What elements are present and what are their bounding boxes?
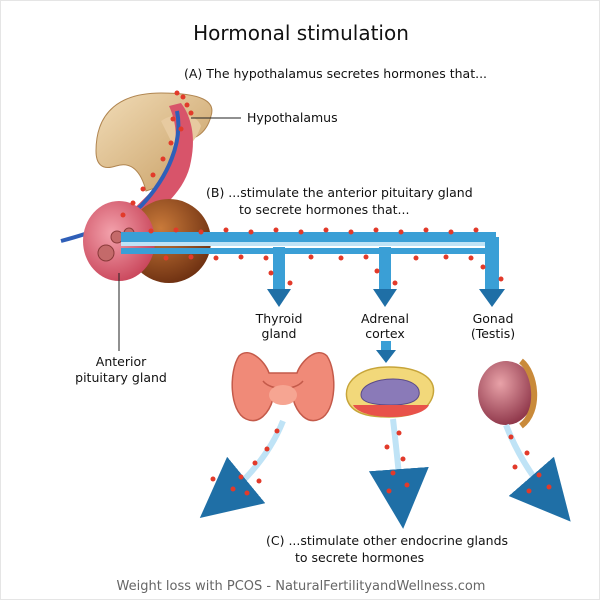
adrenal-label-line2: cortex: [365, 326, 405, 341]
pituitary-output-arrow: [121, 232, 496, 254]
gonad-label-line2: (Testis): [470, 326, 516, 341]
thyroid-label-line2: gland: [261, 326, 297, 341]
down-arrow-gonad: [479, 237, 505, 307]
anterior-pituitary-label-line1: Anterior: [95, 354, 147, 369]
anterior-pituitary-label-line2: pituitary gland: [75, 370, 167, 385]
adrenal-label-line1: Adrenal: [361, 311, 409, 326]
step-b-label-line2: to secrete hormones that...: [239, 202, 410, 217]
gonad-label-line1: Gonad: [472, 311, 514, 326]
footer-credit: Weight loss with PCOS - NaturalFertility…: [116, 579, 486, 594]
step-c-label-line2: to secrete hormones: [295, 550, 425, 565]
hormone-dots: [120, 90, 552, 496]
adrenal-output-arrow: [368, 418, 429, 529]
adrenal-cortex-shape: [345, 366, 435, 418]
thyroid-label-line1: Thyroid: [255, 311, 303, 326]
step-b-label-line1: (B) ...stimulate the anterior pituitary …: [206, 185, 473, 200]
step-c-label-line1: (C) ...stimulate other endocrine glands: [266, 533, 509, 548]
hypothalamus-label: Hypothalamus: [247, 110, 338, 125]
thyroid-gland-shape: [231, 352, 335, 422]
down-arrow-thyroid: [267, 247, 291, 307]
down-arrow-adrenal: [373, 247, 397, 307]
step-a-label: (A) The hypothalamus secretes hormones t…: [184, 66, 488, 81]
down-arrow-adrenal-inner: [376, 341, 396, 363]
diagram-title: Hormonal stimulation: [193, 21, 409, 45]
testis-shape: [478, 358, 538, 429]
gonad-output-arrow: [503, 423, 571, 522]
